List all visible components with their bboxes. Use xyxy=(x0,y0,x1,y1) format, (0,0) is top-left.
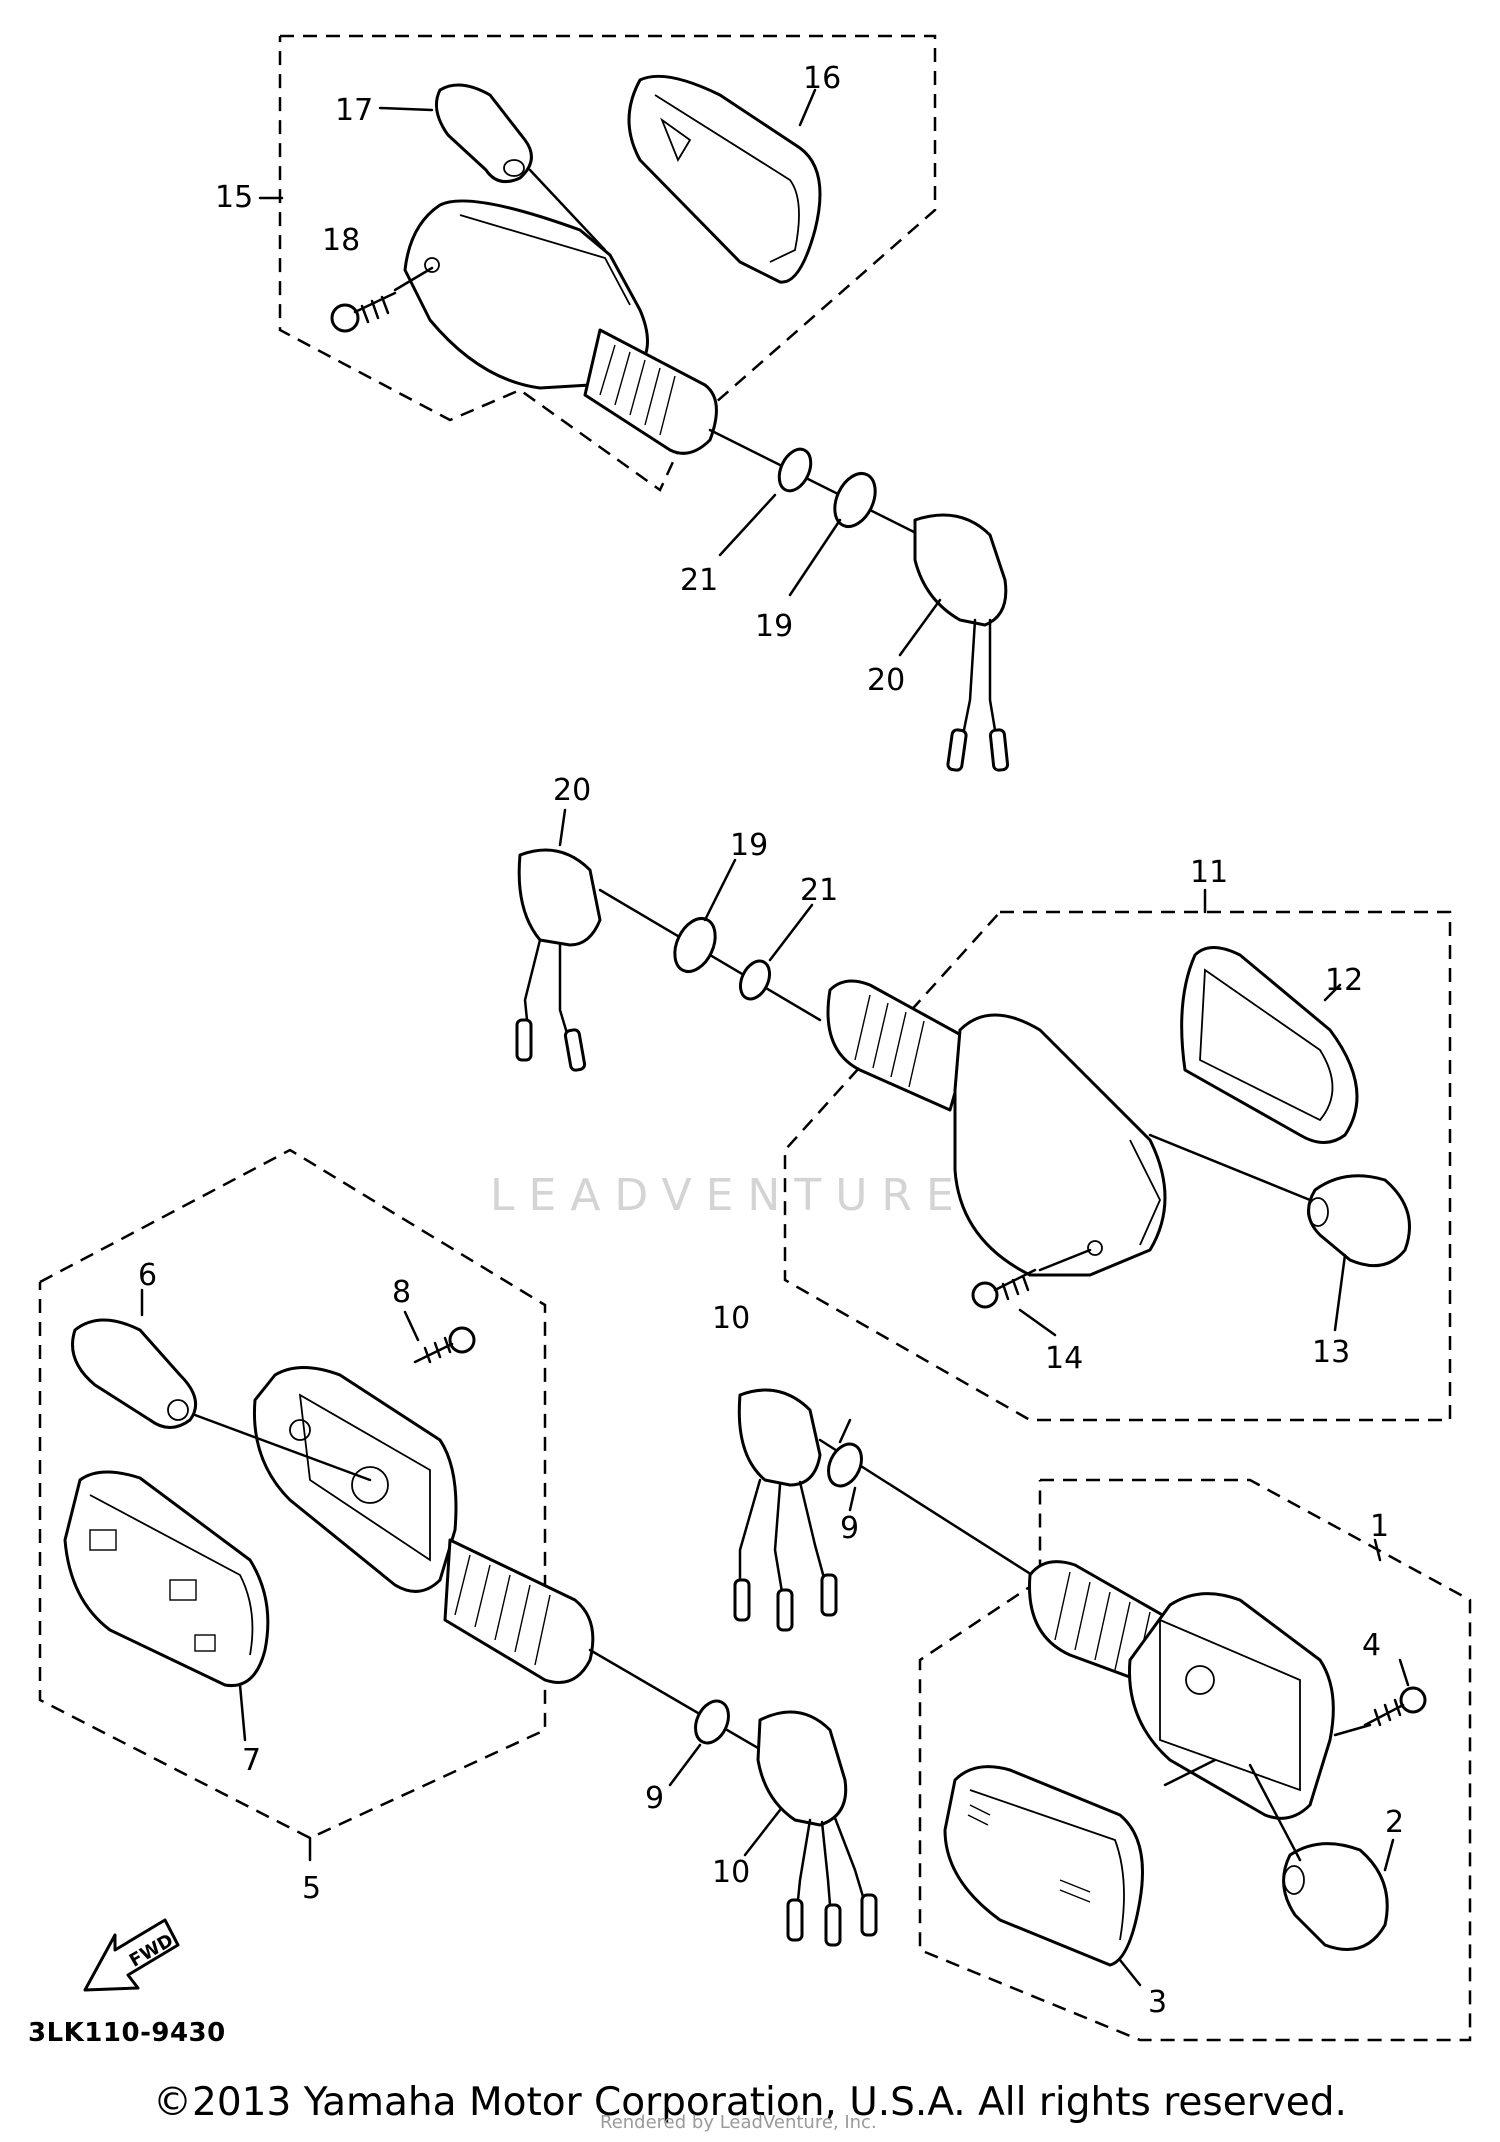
label-20-upper: 20 xyxy=(867,663,905,698)
label-19-middle: 19 xyxy=(730,828,768,863)
lower-left-wiring xyxy=(588,1648,878,1947)
grommet-19-middle xyxy=(673,917,717,973)
lens-7 xyxy=(63,1470,270,1688)
label-12: 12 xyxy=(1325,963,1363,998)
label-8: 8 xyxy=(392,1275,411,1310)
lens-16 xyxy=(627,74,822,284)
screw-8 xyxy=(413,1326,476,1364)
assembly-1-group xyxy=(733,1388,1472,2042)
assembly-5-group xyxy=(38,1148,595,1862)
grommet-19-upper xyxy=(833,472,877,528)
assembly-1-boundary xyxy=(918,1478,1472,2042)
label-16: 16 xyxy=(803,61,841,96)
stem-11 xyxy=(826,979,972,1112)
upper-wiring xyxy=(708,428,1010,772)
assembly-11-group xyxy=(515,808,1452,1422)
label-5: 5 xyxy=(302,1871,321,1906)
screw-18 xyxy=(330,291,397,333)
housing-5 xyxy=(252,1366,458,1593)
grommet-10-lower-right xyxy=(737,1388,822,1487)
part-number-labels: 17 16 15 18 21 19 20 20 19 21 11 12 14 1… xyxy=(138,61,1404,2020)
bulb-2 xyxy=(1282,1842,1389,1951)
label-13: 13 xyxy=(1312,1335,1350,1370)
grommet-9-lower-left xyxy=(694,1699,730,1745)
bulb-6 xyxy=(71,1318,198,1429)
housing-11 xyxy=(953,1013,1167,1277)
label-18: 18 xyxy=(322,223,360,258)
copyright-notice: ©2013 Yamaha Motor Corporation, U.S.A. A… xyxy=(153,2080,1347,2125)
lens-12 xyxy=(1180,946,1359,1144)
grommet-9-lower-right xyxy=(827,1442,863,1488)
grommet-20-middle xyxy=(517,848,602,947)
label-9-lower: 9 xyxy=(645,1781,664,1816)
label-21-middle: 21 xyxy=(800,873,838,908)
bulb-17 xyxy=(434,83,533,184)
label-9-upper: 9 xyxy=(840,1511,859,1546)
assembly-5-boundary xyxy=(38,1148,547,1840)
label-1: 1 xyxy=(1370,1509,1389,1544)
label-6: 6 xyxy=(138,1258,157,1293)
label-4: 4 xyxy=(1362,1628,1381,1663)
label-14: 14 xyxy=(1045,1341,1083,1376)
label-19-upper: 19 xyxy=(755,609,793,644)
label-20-middle: 20 xyxy=(553,773,591,808)
grommet-20-upper xyxy=(913,513,1008,627)
assembly-15-boundary xyxy=(278,34,937,492)
ring-21-middle xyxy=(738,959,772,1001)
housing-1 xyxy=(1128,1592,1335,1820)
label-3: 3 xyxy=(1148,1985,1167,2020)
grommet-10-lower-left xyxy=(756,1710,848,1827)
label-21-upper: 21 xyxy=(680,563,718,598)
watermark-text: LEADVENTURE xyxy=(490,1170,968,1221)
label-17: 17 xyxy=(335,93,373,128)
assembly-11-boundary xyxy=(783,910,1452,1422)
label-7: 7 xyxy=(242,1743,261,1778)
label-15: 15 xyxy=(215,180,253,215)
stem-15 xyxy=(583,328,718,455)
screw-14 xyxy=(971,1268,1037,1309)
screw-4 xyxy=(1363,1686,1427,1727)
fwd-arrow-icon: FWD xyxy=(83,1918,180,1992)
ring-21-upper xyxy=(777,447,813,493)
stem-5 xyxy=(443,1538,595,1684)
label-11: 11 xyxy=(1190,855,1228,890)
lens-3 xyxy=(943,1765,1144,1967)
bulb-13 xyxy=(1307,1174,1411,1268)
label-10-upper: 10 xyxy=(712,1301,750,1336)
diagram-part-code: 3LK110-9430 xyxy=(28,2018,226,2048)
label-10-lower: 10 xyxy=(712,1855,750,1890)
label-2: 2 xyxy=(1385,1805,1404,1840)
render-note: Rendered by LeadVenture, Inc. xyxy=(600,2112,877,2133)
assembly-15-group xyxy=(258,34,937,492)
